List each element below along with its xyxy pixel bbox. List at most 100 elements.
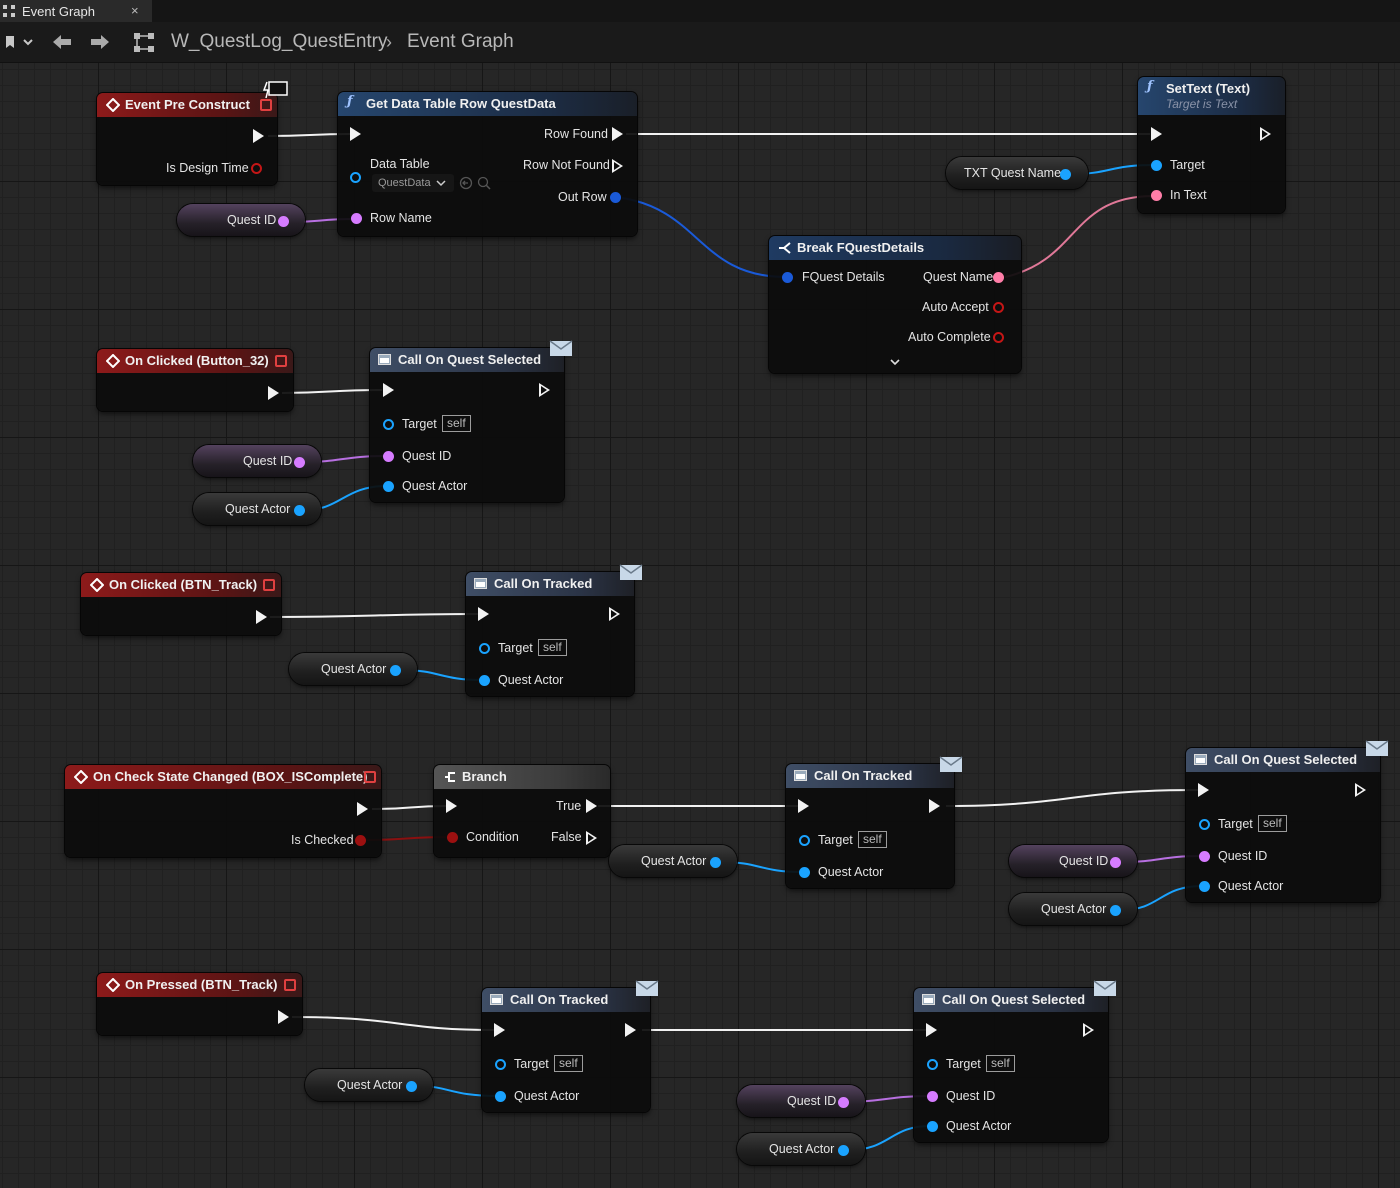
object-out-pin[interactable] bbox=[294, 505, 305, 516]
name-out-pin[interactable] bbox=[1110, 857, 1121, 868]
name-in-pin[interactable] bbox=[351, 213, 362, 224]
delegate-pin[interactable] bbox=[364, 771, 376, 783]
bool-out-pin[interactable] bbox=[993, 302, 1004, 313]
name-out-pin[interactable] bbox=[294, 457, 305, 468]
back-arrow-icon[interactable] bbox=[48, 22, 76, 62]
exec-out-pin[interactable] bbox=[609, 607, 620, 621]
target-pin[interactable] bbox=[479, 643, 490, 654]
self-value[interactable]: self bbox=[538, 639, 567, 656]
node-on-check-state-changed[interactable]: On Check State Changed (BOX_ISComplete) … bbox=[65, 765, 381, 857]
variable-quest-actor[interactable]: Quest Actor bbox=[737, 1133, 865, 1165]
exec-out-pin[interactable] bbox=[357, 802, 368, 816]
text-in-pin[interactable] bbox=[1151, 190, 1162, 201]
variable-quest-actor[interactable]: Quest Actor bbox=[289, 653, 417, 685]
breadcrumb-blueprint[interactable]: W_QuestLog_QuestEntry bbox=[171, 31, 388, 52]
target-pin[interactable] bbox=[495, 1059, 506, 1070]
exec-out-true-pin[interactable] bbox=[586, 799, 597, 813]
chevron-down-icon[interactable] bbox=[889, 357, 901, 367]
exec-in-pin[interactable] bbox=[494, 1023, 505, 1037]
object-in-pin[interactable] bbox=[799, 867, 810, 878]
bool-out-pin[interactable] bbox=[993, 332, 1004, 343]
bookmark-icon[interactable] bbox=[2, 22, 36, 62]
struct-out-pin[interactable] bbox=[610, 192, 621, 203]
node-set-text[interactable]: ƒ SetText (Text) Target is Text Target I… bbox=[1138, 77, 1285, 213]
node-on-clicked-btn-track[interactable]: On Clicked (BTN_Track) bbox=[81, 573, 281, 635]
variable-quest-id[interactable]: Quest ID bbox=[737, 1085, 865, 1117]
exec-out-false-pin[interactable] bbox=[586, 831, 597, 845]
variable-quest-actor[interactable]: Quest Actor bbox=[609, 845, 737, 877]
object-in-pin[interactable] bbox=[495, 1091, 506, 1102]
delegate-pin[interactable] bbox=[275, 355, 287, 367]
target-pin[interactable] bbox=[799, 835, 810, 846]
use-selected-icon[interactable] bbox=[459, 176, 473, 190]
bool-out-pin[interactable] bbox=[355, 835, 366, 846]
node-on-pressed-btn-track[interactable]: On Pressed (BTN_Track) bbox=[97, 973, 302, 1035]
exec-in-pin[interactable] bbox=[446, 799, 457, 813]
tab-event-graph[interactable]: Event Graph × bbox=[0, 0, 152, 22]
exec-in-pin[interactable] bbox=[383, 383, 394, 397]
breadcrumb-graph[interactable]: Event Graph bbox=[407, 31, 514, 52]
exec-in-pin[interactable] bbox=[798, 799, 809, 813]
name-in-pin[interactable] bbox=[383, 451, 394, 462]
exec-out-pin[interactable] bbox=[268, 386, 279, 400]
exec-out-pin[interactable] bbox=[625, 1023, 636, 1037]
variable-quest-id[interactable]: Quest ID bbox=[1009, 845, 1137, 877]
object-out-pin[interactable] bbox=[1060, 169, 1071, 180]
node-get-data-table-row[interactable]: ƒ Get Data Table Row QuestData Row Found… bbox=[338, 92, 637, 236]
struct-in-pin[interactable] bbox=[782, 272, 793, 283]
node-call-tracked-2[interactable]: Call On Tracked Target self Quest Actor bbox=[786, 764, 954, 888]
self-value[interactable]: self bbox=[442, 415, 471, 432]
node-call-tracked-1[interactable]: Call On Tracked Target self Quest Actor bbox=[466, 572, 634, 696]
name-out-pin[interactable] bbox=[838, 1097, 849, 1108]
target-pin[interactable] bbox=[383, 419, 394, 430]
name-in-pin[interactable] bbox=[927, 1091, 938, 1102]
exec-in-pin[interactable] bbox=[478, 607, 489, 621]
bool-in-pin[interactable] bbox=[447, 832, 458, 843]
variable-quest-actor[interactable]: Quest Actor bbox=[1009, 893, 1137, 925]
exec-out-pin[interactable] bbox=[1083, 1023, 1094, 1037]
object-out-pin[interactable] bbox=[710, 857, 721, 868]
self-value[interactable]: self bbox=[554, 1055, 583, 1072]
data-table-dropdown[interactable]: QuestData bbox=[372, 174, 454, 192]
exec-in-pin[interactable] bbox=[350, 127, 361, 141]
forward-arrow-icon[interactable] bbox=[86, 22, 114, 62]
bool-out-pin[interactable] bbox=[251, 163, 262, 174]
variable-quest-id[interactable]: Quest ID bbox=[177, 204, 305, 236]
exec-out-pin[interactable] bbox=[612, 127, 623, 141]
delegate-pin[interactable] bbox=[284, 979, 296, 991]
delegate-pin[interactable] bbox=[260, 99, 272, 111]
object-in-pin[interactable] bbox=[383, 481, 394, 492]
object-out-pin[interactable] bbox=[406, 1081, 417, 1092]
node-break-quest-details[interactable]: Break FQuestDetails FQuest Details Quest… bbox=[769, 236, 1021, 373]
browse-search-icon[interactable] bbox=[477, 176, 491, 190]
object-out-pin[interactable] bbox=[390, 665, 401, 676]
object-in-pin[interactable] bbox=[1151, 160, 1162, 171]
node-call-tracked-3[interactable]: Call On Tracked Target self Quest Actor bbox=[482, 988, 650, 1112]
exec-out-pin[interactable] bbox=[1260, 127, 1271, 141]
object-out-pin[interactable] bbox=[838, 1145, 849, 1156]
node-on-clicked-button32[interactable]: On Clicked (Button_32) bbox=[97, 349, 293, 411]
exec-out-pin[interactable] bbox=[1355, 783, 1366, 797]
delegate-pin[interactable] bbox=[263, 579, 275, 591]
exec-out-pin[interactable] bbox=[253, 129, 264, 143]
node-call-quest-selected-1[interactable]: Call On Quest Selected Target self Quest… bbox=[370, 348, 564, 502]
object-in-pin[interactable] bbox=[927, 1121, 938, 1132]
object-in-pin[interactable] bbox=[1199, 881, 1210, 892]
variable-quest-actor[interactable]: Quest Actor bbox=[193, 493, 321, 525]
object-in-pin[interactable] bbox=[479, 675, 490, 686]
node-call-quest-selected-2[interactable]: Call On Quest Selected Target self Quest… bbox=[1186, 748, 1380, 902]
variable-txt-quest-name[interactable]: TXT Quest Name bbox=[946, 157, 1088, 189]
data-table-pin[interactable] bbox=[350, 172, 361, 183]
exec-in-pin[interactable] bbox=[926, 1023, 937, 1037]
target-pin[interactable] bbox=[1199, 819, 1210, 830]
node-event-pre-construct[interactable]: Event Pre Construct Is Design Time bbox=[97, 93, 277, 185]
node-branch[interactable]: Branch True Condition False bbox=[434, 765, 610, 857]
self-value[interactable]: self bbox=[986, 1055, 1015, 1072]
tab-close-button[interactable]: × bbox=[131, 3, 139, 18]
exec-out-pin[interactable] bbox=[256, 610, 267, 624]
exec-in-pin[interactable] bbox=[1151, 127, 1162, 141]
self-value[interactable]: self bbox=[858, 831, 887, 848]
name-out-pin[interactable] bbox=[278, 216, 289, 227]
exec-out-pin[interactable] bbox=[278, 1010, 289, 1024]
text-out-pin[interactable] bbox=[993, 272, 1004, 283]
